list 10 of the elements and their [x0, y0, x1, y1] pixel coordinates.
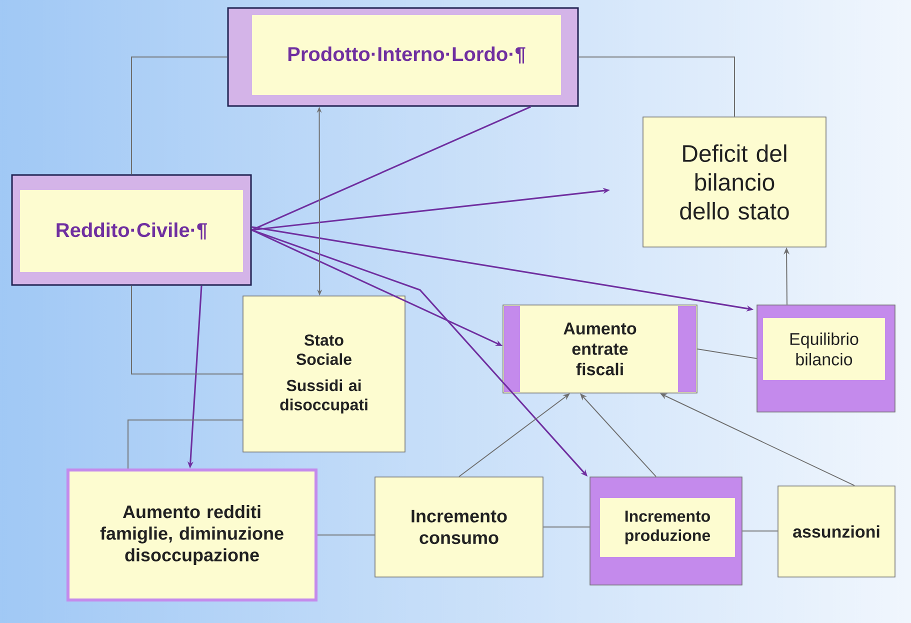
- process-box: Reddito·Civile·¶: [11, 174, 252, 286]
- process-box: Prodotto·Interno·Lordo·¶: [227, 7, 579, 107]
- process-box: Stato Sociale Sussidi ai disoccupati: [242, 296, 406, 452]
- process-box: Incremento produzione: [590, 476, 742, 586]
- process-box: Deficit del bilancio dello stato: [642, 116, 826, 248]
- process-box: Aumento redditi famiglie, diminuzione disoccupazione: [66, 468, 318, 602]
- process-box: Incremento consumo: [374, 476, 544, 578]
- process-box: Aumento entrate fiscali: [502, 304, 698, 394]
- process-box: Equilibrio bilancio: [756, 304, 896, 412]
- process-box: assunzioni: [778, 486, 896, 578]
